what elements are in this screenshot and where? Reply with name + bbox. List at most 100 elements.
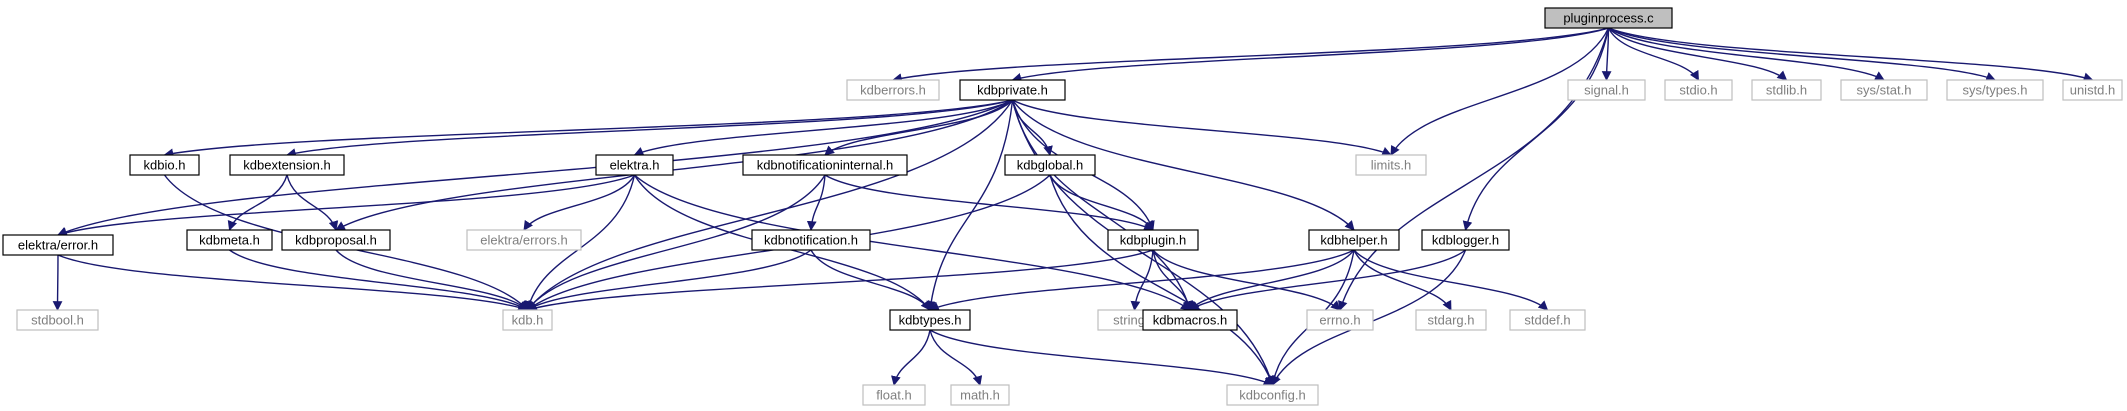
node-kdberrors-h: kdberrors.h (846, 79, 940, 101)
node-label: errno.h (1319, 313, 1360, 328)
node-label: stdlib.h (1766, 83, 1807, 98)
edge-elektra-error-h-to-stdbool-h (52, 254, 63, 311)
node-box (1355, 154, 1427, 176)
node-limits-h: limits.h (1355, 154, 1427, 176)
node-kdbextension-h[interactable]: kdbextension.h (229, 154, 345, 176)
node-box (1946, 79, 2044, 101)
edge-elektra-h-to-elektra-errors-h (523, 174, 636, 231)
node-label: stddef.h (1524, 313, 1570, 328)
node-elektra-errors-h: elektra/errors.h (466, 229, 582, 251)
node-label: kdbmacros.h (1153, 313, 1227, 328)
node-kdbglobal-h[interactable]: kdbglobal.h (1004, 154, 1096, 176)
edge-kdbtypes-h-to-float-h (891, 329, 931, 386)
node-kdbhelper-h[interactable]: kdbhelper.h (1308, 229, 1400, 251)
node-label: elektra/error.h (18, 238, 98, 253)
edge-kdblogger-h-to-kdbmacros-h (1189, 249, 1466, 311)
node-label: kdblogger.h (1432, 233, 1499, 248)
edge-kdbplugin-h-to-string-h (1130, 249, 1154, 311)
node-box (950, 384, 1010, 406)
node-box (229, 154, 345, 176)
nodes-layer: pluginprocess.c kdberrors.h kdbprivate.h si… (2, 7, 2123, 406)
node-label: kdbmeta.h (199, 233, 260, 248)
node-label: float.h (876, 388, 911, 403)
edge-kdbhelper-h-to-kdbtypes-h (929, 249, 1355, 312)
node-box (1415, 309, 1487, 331)
edge-pluginprocess-c-to-stdlib-h (1607, 27, 1788, 81)
node-label: kdbnotificationinternal.h (757, 158, 894, 173)
edge-kdbnotificationinternal-h-to-kdbnotification-h (806, 174, 826, 231)
node-kdb-h: kdb.h (502, 309, 553, 331)
edge-kdbextension-h-to-kdbproposal-h (286, 174, 339, 231)
edge-kdbnotificationinternal-h-to-kdbplugin-h (824, 174, 1154, 231)
node-box (186, 229, 273, 251)
node-label: kdberrors.h (860, 83, 926, 98)
edge-pluginprocess-c-to-sys-stat-h (1608, 27, 1885, 81)
edge-pluginprocess-c-to-signal-h (1601, 27, 1612, 81)
node-kdbmeta-h[interactable]: kdbmeta.h (186, 229, 273, 251)
node-box (1107, 229, 1199, 251)
edge-kdbplugin-h-to-kdb-h (526, 249, 1154, 313)
node-label: kdbextension.h (243, 158, 330, 173)
node-label: kdbproposal.h (295, 233, 377, 248)
node-box (846, 79, 940, 101)
node-kdbio-h[interactable]: kdbio.h (129, 154, 200, 176)
node-box (1840, 79, 1928, 101)
node-box (281, 229, 391, 251)
node-box (1567, 79, 1646, 101)
edge-kdbglobal-h-to-kdbconfig-h (1049, 174, 1275, 386)
node-label: math.h (960, 388, 1000, 403)
edge-kdbprivate-h-to-elektra-error-h (57, 99, 1013, 237)
node-kdblogger-h[interactable]: kdblogger.h (1421, 229, 1510, 251)
node-pluginprocess-c: pluginprocess.c (1544, 7, 1673, 29)
edge-kdbprivate-h-to-kdbproposal-h (335, 99, 1013, 231)
node-kdbplugin-h[interactable]: kdbplugin.h (1107, 229, 1199, 251)
node-label: stdio.h (1679, 83, 1717, 98)
node-kdbprivate-h[interactable]: kdbprivate.h (959, 79, 1066, 101)
node-sys-types-h: sys/types.h (1946, 79, 2044, 101)
node-box (1226, 384, 1319, 406)
edge-elektra-h-to-kdbmacros-h (634, 174, 1191, 311)
node-label: signal.h (1584, 83, 1629, 98)
edge-kdbhelper-h-to-stdarg-h (1353, 249, 1452, 311)
node-box (1664, 79, 1733, 101)
node-box (502, 309, 553, 331)
node-kdbnotificationinternal-h[interactable]: kdbnotificationinternal.h (742, 154, 908, 176)
edge-pluginprocess-c-to-kdblogger-h (1462, 27, 1610, 231)
node-kdbproposal-h[interactable]: kdbproposal.h (281, 229, 391, 251)
node-kdbconfig-h: kdbconfig.h (1226, 384, 1319, 406)
node-elektra-h[interactable]: elektra.h (595, 154, 674, 176)
node-box (862, 384, 926, 406)
node-label: kdbhelper.h (1320, 233, 1387, 248)
node-kdbnotification-h[interactable]: kdbnotification.h (751, 229, 871, 251)
edge-kdbnotificationinternal-h-to-kdb-h (526, 174, 826, 311)
node-signal-h: signal.h (1567, 79, 1646, 101)
node-errno-h: errno.h (1306, 309, 1374, 331)
edge-kdbnotification-h-to-kdb-h (526, 249, 812, 311)
node-math-h: math.h (950, 384, 1010, 406)
edge-kdbnotification-h-to-kdbtypes-h (810, 249, 931, 311)
edge-kdbhelper-h-to-kdbmacros-h (1189, 249, 1355, 311)
node-label: kdbglobal.h (1017, 158, 1084, 173)
node-label: kdbconfig.h (1239, 388, 1306, 403)
node-box (129, 154, 200, 176)
edge-kdbplugin-h-to-kdbmacros-h (1152, 249, 1194, 311)
node-elektra-error-h[interactable]: elektra/error.h (2, 234, 114, 256)
node-box (1509, 309, 1586, 331)
node-box (889, 309, 971, 331)
node-float-h: float.h (862, 384, 926, 406)
edge-pluginprocess-c-to-unistd-h (1608, 27, 2094, 82)
node-box (959, 79, 1066, 101)
node-label: sys/stat.h (1857, 83, 1912, 98)
node-box (1308, 229, 1400, 251)
node-box (1751, 79, 1822, 101)
edge-kdbprivate-h-to-kdbextension-h (286, 99, 1013, 158)
edge-kdbmeta-h-to-kdb-h (229, 249, 529, 311)
node-box (2, 234, 114, 256)
node-label: kdb.h (512, 313, 544, 328)
edge-kdbplugin-h-to-errno-h (1152, 249, 1341, 311)
edge-pluginprocess-c-to-kdbprivate-h (1011, 27, 1609, 83)
node-kdbtypes-h[interactable]: kdbtypes.h (889, 309, 971, 331)
node-kdbmacros-h[interactable]: kdbmacros.h (1142, 309, 1238, 331)
edge-kdbprivate-h-to-kdbhelper-h (1011, 99, 1355, 231)
edge-pluginprocess-c-to-limits-h (1390, 27, 1610, 156)
